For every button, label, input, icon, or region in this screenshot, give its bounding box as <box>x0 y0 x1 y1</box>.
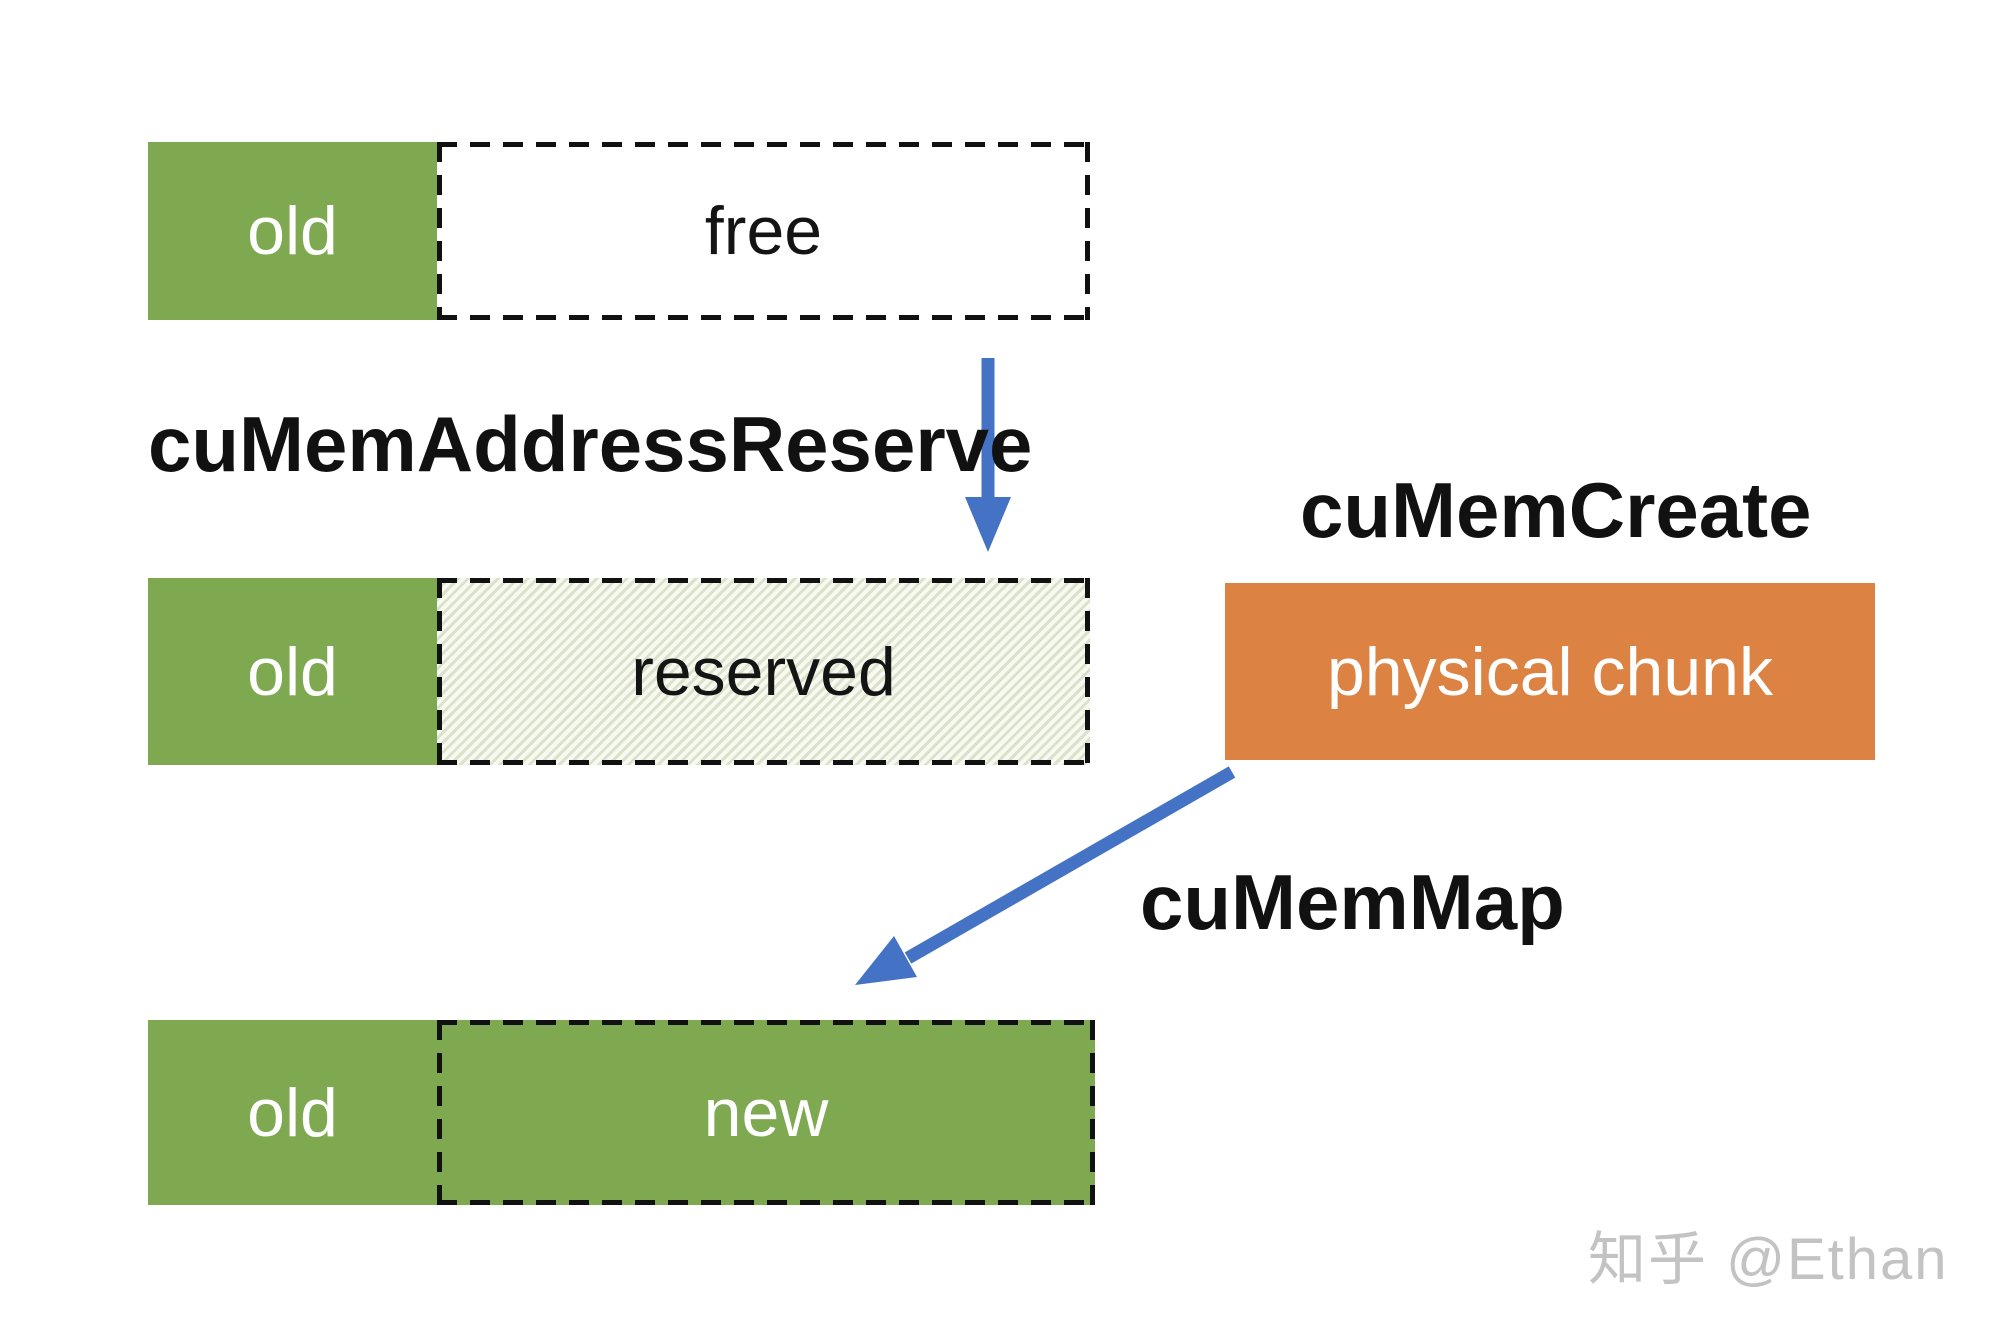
free-block-label: free <box>704 193 823 269</box>
row-top-free-block: free <box>437 142 1090 320</box>
dashed-border-left <box>437 578 442 765</box>
physical-chunk-block: physical chunk <box>1225 583 1875 760</box>
label-cumemmap: cuMemMap <box>1140 858 1565 946</box>
old-block-label: old <box>247 1074 338 1151</box>
dashed-border-left <box>437 1020 442 1205</box>
old-block-label: old <box>247 633 338 710</box>
row-top-old-block: old <box>148 142 437 320</box>
dashed-border-right <box>1085 578 1090 765</box>
label-cumemaddressreserve: cuMemAddressReserve <box>148 400 1033 488</box>
dashed-border-bottom <box>437 315 1090 320</box>
dashed-border-bottom <box>437 1200 1095 1205</box>
dashed-border-top <box>437 578 1090 583</box>
dashed-border-left <box>437 142 442 320</box>
watermark: 知乎 @Ethan <box>1588 1227 1949 1292</box>
physical-chunk-label: physical chunk <box>1326 633 1774 710</box>
dashed-border-right <box>1090 1020 1095 1205</box>
dashed-border-top <box>437 1020 1095 1025</box>
reserved-block-label: reserved <box>631 633 896 710</box>
new-block-label: new <box>703 1074 829 1151</box>
row-middle-reserved-block: reserved <box>437 578 1090 765</box>
row-bottom-old-block: old <box>148 1020 437 1205</box>
label-cumemcreate: cuMemCreate <box>1300 466 1812 554</box>
row-bottom-new-block: new <box>437 1020 1095 1205</box>
dashed-border-right <box>1085 142 1090 320</box>
row-middle-old-block: old <box>148 578 437 765</box>
old-block-label: old <box>247 193 338 269</box>
dashed-border-bottom <box>437 760 1090 765</box>
dashed-border-top <box>437 142 1090 147</box>
